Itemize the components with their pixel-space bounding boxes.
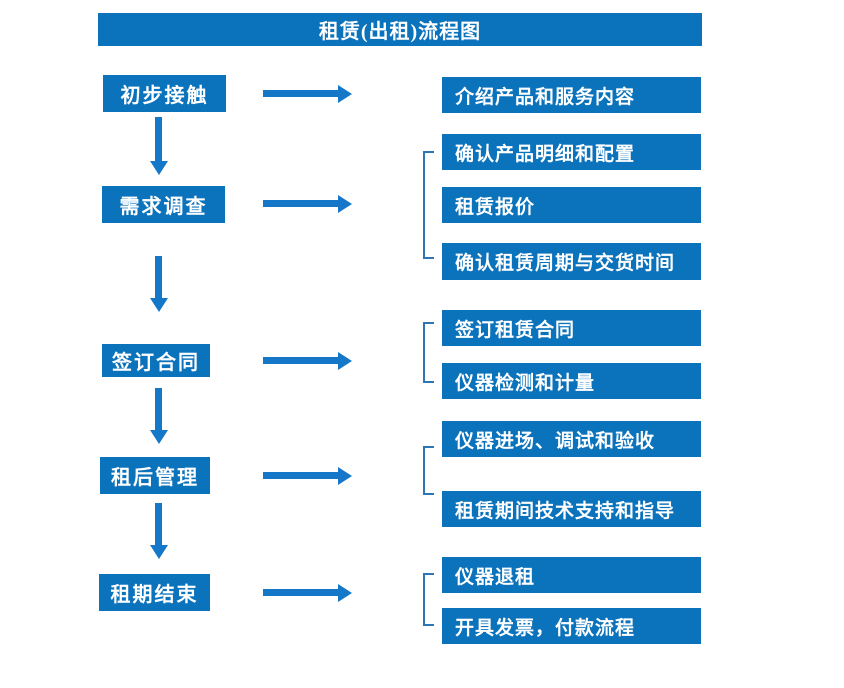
detail-label: 租赁期间技术支持和指导 [455,500,676,522]
step-box-rental-period-end: 租期结束 [99,574,210,611]
group-bracket-rental-period-end [423,573,434,626]
detail-box-confirm-product-details-config: 确认产品明细和配置 [442,134,701,170]
group-bracket-post-rental-management [423,446,434,495]
step-box-sign-contract: 签订合同 [102,344,210,377]
right-arrow-icon [263,472,338,479]
down-arrow-icon [155,388,162,431]
down-arrow-icon [155,503,162,546]
step-box-post-rental-management: 租后管理 [100,457,210,494]
page-title: 租赁(出租)流程图 [318,21,482,43]
detail-label: 租赁报价 [455,196,536,218]
detail-label: 仪器检测和计量 [455,372,596,394]
step-label: 签订合同 [112,352,200,374]
detail-label: 确认租赁周期与交货时间 [455,253,676,274]
down-arrow-icon [155,117,162,162]
detail-label: 仪器进场、调试和验收 [455,430,656,452]
right-arrow-icon [263,357,338,364]
right-arrow-icon [263,589,338,596]
title-bar: 租赁(出租)流程图 [98,13,702,46]
group-bracket-demand-survey [423,151,434,259]
detail-box-confirm-rental-period-delivery: 确认租赁周期与交货时间 [442,243,701,280]
step-box-demand-survey: 需求调查 [102,186,225,223]
step-label: 需求调查 [119,196,208,218]
detail-label: 开具发票，付款流程 [455,617,636,639]
step-label: 租后管理 [111,467,199,489]
step-label: 租期结束 [110,584,199,606]
detail-label: 签订租赁合同 [455,319,576,341]
detail-label: 确认产品明细和配置 [455,143,636,165]
detail-box-instrument-arrival-debug-acceptance: 仪器进场、调试和验收 [442,421,701,457]
down-arrow-icon [155,256,162,299]
group-bracket-sign-contract [423,322,434,383]
detail-box-instrument-return: 仪器退租 [442,557,701,593]
detail-box-sign-rental-contract: 签订租赁合同 [442,310,701,346]
detail-box-instrument-inspection-calibration: 仪器检测和计量 [442,363,701,399]
right-arrow-icon [263,200,338,207]
detail-box-invoice-payment-process: 开具发票，付款流程 [442,608,701,644]
right-arrow-icon [263,90,338,97]
detail-label: 介绍产品和服务内容 [455,86,636,108]
step-label: 初步接触 [120,85,209,107]
detail-label: 仪器退租 [455,566,536,588]
step-box-initial-contact: 初步接触 [103,75,226,112]
detail-box-rental-tech-support: 租赁期间技术支持和指导 [442,491,701,527]
detail-box-intro-products-services: 介绍产品和服务内容 [442,77,701,113]
detail-box-rental-quote: 租赁报价 [442,187,701,223]
